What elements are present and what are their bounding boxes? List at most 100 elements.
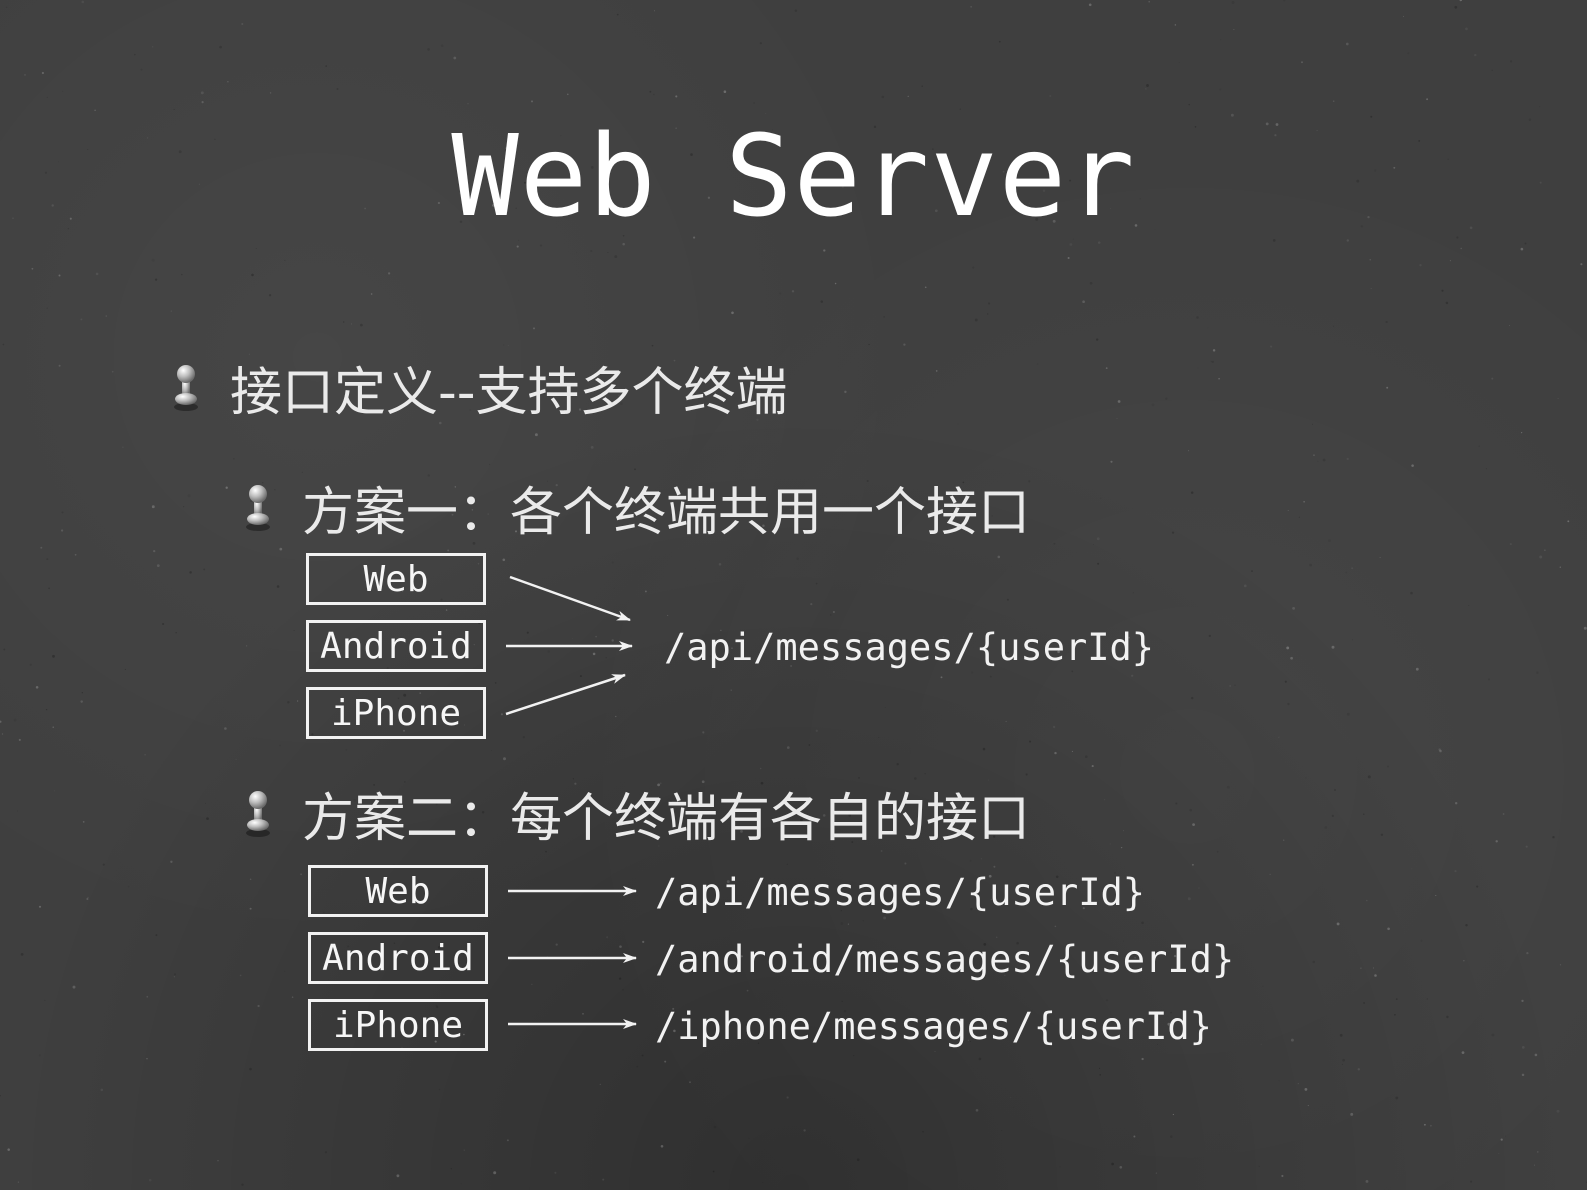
texture-speck — [1133, 1135, 1136, 1138]
texture-speck — [287, 700, 290, 704]
texture-speck — [1559, 566, 1562, 568]
texture-speck — [1495, 840, 1498, 843]
texture-speck — [251, 273, 254, 277]
texture-speck — [459, 191, 463, 195]
texture-speck — [516, 245, 519, 248]
texture-speck — [592, 652, 596, 656]
texture-speck — [1445, 301, 1449, 305]
texture-speck — [786, 1096, 789, 1099]
texture-speck — [1502, 813, 1505, 815]
texture-speck — [62, 90, 64, 92]
texture-speck — [1260, 1043, 1262, 1045]
texture-speck — [1145, 88, 1147, 90]
texture-speck — [364, 207, 366, 210]
texture-speck — [7, 1148, 10, 1151]
texture-speck — [1372, 967, 1375, 969]
texture-speck — [547, 650, 550, 653]
texture-speck — [1459, 0, 1463, 2]
texture-speck — [659, 782, 662, 785]
texture-speck — [539, 244, 543, 247]
texture-speck — [146, 1058, 148, 1060]
texture-speck — [52, 654, 55, 658]
texture-speck — [657, 783, 660, 787]
texture-speck — [173, 973, 177, 976]
texture-speck — [1274, 134, 1277, 137]
texture-speck — [647, 205, 649, 207]
texture-speck — [1470, 1180, 1473, 1183]
texture-speck — [934, 209, 938, 213]
texture-speck — [702, 731, 705, 734]
texture-speck — [1331, 814, 1334, 818]
texture-speck — [1269, 873, 1271, 875]
texture-speck — [841, 1000, 843, 1003]
texture-speck — [1456, 236, 1459, 239]
texture-speck — [983, 943, 987, 946]
texture-speck — [350, 323, 353, 325]
pushpin-icon — [174, 364, 198, 411]
texture-speck — [434, 1040, 437, 1043]
texture-speck — [803, 900, 805, 902]
texture-speck — [48, 587, 50, 590]
texture-speck — [615, 715, 617, 718]
texture-speck — [940, 676, 943, 679]
texture-speck — [364, 828, 368, 832]
texture-speck — [759, 42, 762, 45]
texture-speck — [241, 1183, 244, 1186]
texture-speck — [991, 515, 993, 517]
texture-speck — [1351, 567, 1354, 570]
texture-speck — [0, 720, 2, 723]
texture-speck — [1165, 397, 1168, 400]
texture-speck — [1369, 259, 1371, 261]
texture-speck — [58, 364, 61, 367]
texture-speck — [1487, 678, 1491, 681]
texture-speck — [1539, 181, 1542, 184]
texture-speck — [988, 874, 992, 878]
texture-speck — [214, 138, 216, 141]
texture-speck — [1229, 685, 1231, 687]
texture-speck — [1305, 777, 1307, 779]
texture-speck — [1096, 338, 1099, 341]
texture-speck — [471, 509, 474, 511]
texture-speck — [1402, 15, 1404, 17]
texture-speck — [756, 418, 759, 421]
texture-speck — [575, 251, 577, 253]
texture-speck — [1324, 826, 1328, 829]
texture-speck — [554, 1171, 557, 1174]
texture-speck — [1028, 202, 1030, 204]
texture-speck — [1283, 839, 1285, 841]
texture-speck — [1370, 287, 1372, 290]
texture-speck — [249, 907, 252, 910]
texture-speck — [765, 113, 767, 115]
slide-title: Web Server — [451, 112, 1136, 242]
texture-speck — [848, 814, 852, 817]
texture-speck — [1386, 386, 1389, 389]
texture-speck — [904, 862, 907, 865]
texture-speck — [87, 896, 89, 899]
texture-speck — [1346, 239, 1350, 242]
scheme2-iphone-endpoint: /iphone/messages/{userId} — [655, 1005, 1212, 1048]
texture-speck — [822, 814, 826, 817]
texture-speck — [46, 307, 48, 309]
texture-speck — [1559, 964, 1562, 966]
texture-speck — [198, 183, 200, 185]
texture-speck — [701, 381, 703, 383]
texture-speck — [522, 735, 526, 739]
texture-speck — [868, 343, 870, 346]
texture-speck — [1395, 1096, 1399, 1100]
texture-speck — [1418, 139, 1421, 142]
texture-speck — [628, 822, 630, 824]
texture-speck — [658, 845, 660, 847]
texture-speck — [323, 911, 325, 913]
texture-speck — [1110, 460, 1113, 463]
texture-speck — [170, 860, 173, 863]
pushpin-icon — [246, 484, 270, 531]
texture-speck — [1251, 570, 1253, 572]
texture-speck — [572, 638, 574, 640]
texture-speck — [713, 1125, 717, 1129]
texture-speck — [653, 93, 655, 96]
texture-speck — [1234, 684, 1236, 686]
texture-speck — [990, 898, 992, 900]
texture-speck — [521, 492, 524, 496]
texture-speck — [1052, 219, 1056, 223]
